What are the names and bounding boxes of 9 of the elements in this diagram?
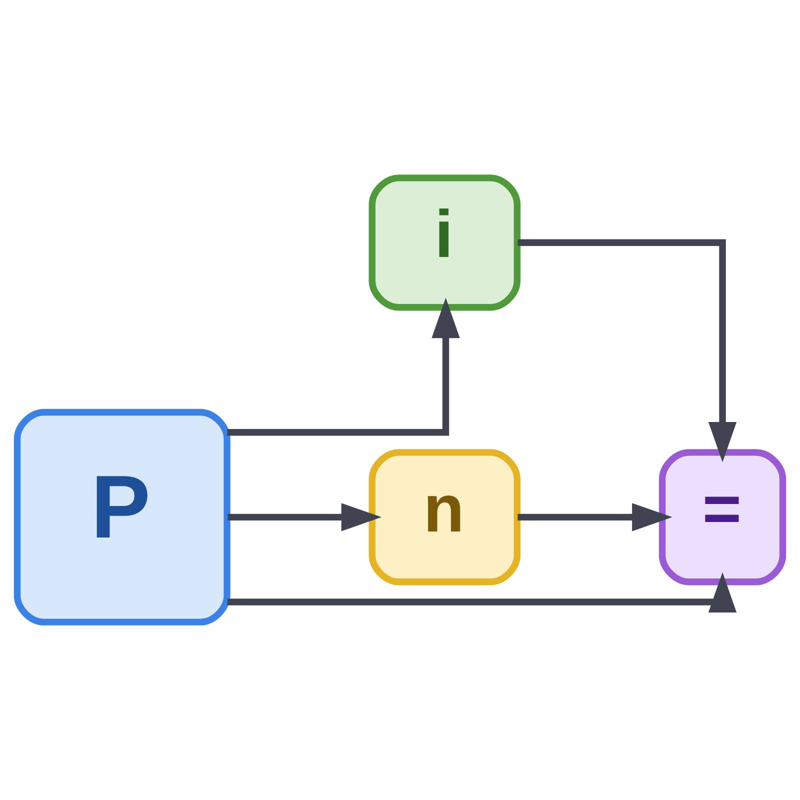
arrow [227,298,460,436]
arrow [518,239,737,462]
arrow [228,503,382,532]
arrow [518,503,672,532]
arrow [227,572,737,612]
node-box: n [368,449,521,586]
node-box: i [368,174,521,311]
node-box: = [658,449,786,586]
node-box: P [14,408,230,626]
